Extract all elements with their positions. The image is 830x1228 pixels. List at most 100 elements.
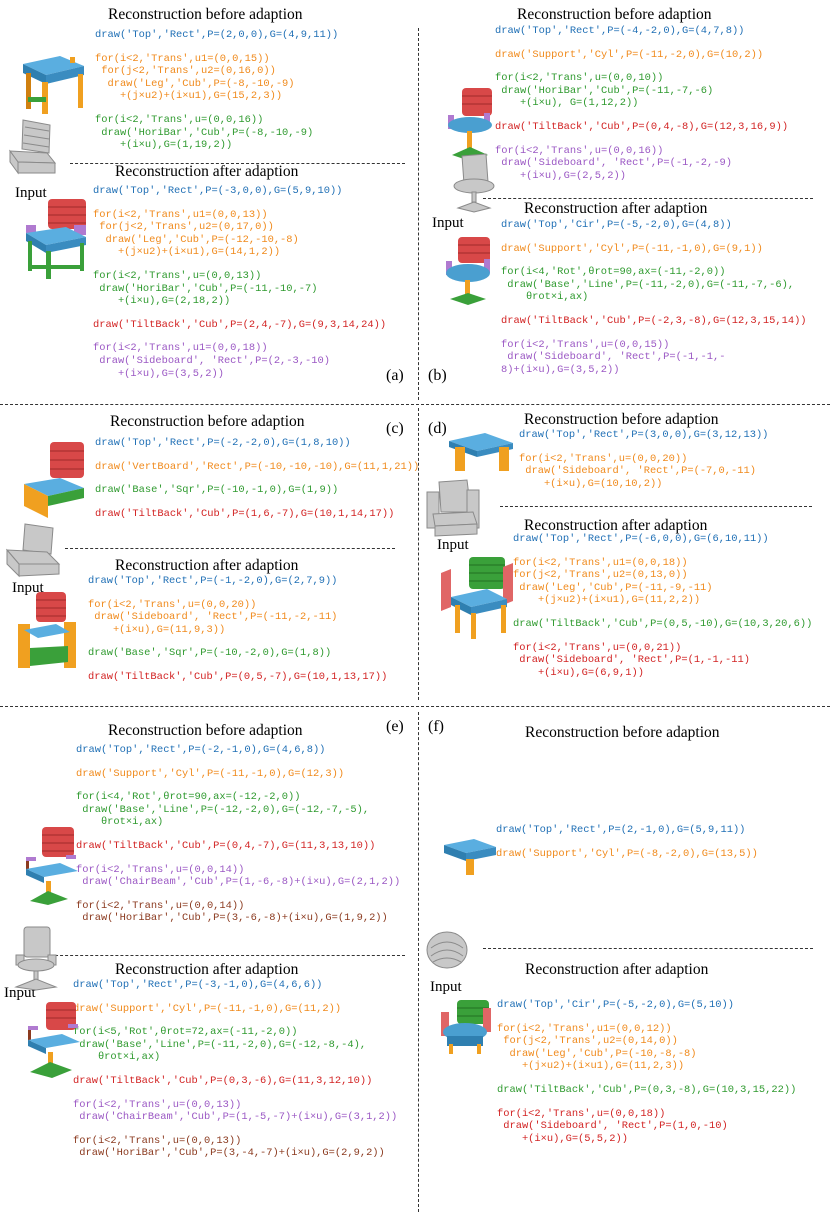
code-snippet: for(i<2,'Trans',u=(0,0,15)) draw('Sidebo… — [501, 338, 726, 376]
panel-e-chair-before-image — [26, 827, 78, 905]
vertical-separator-mid — [418, 408, 419, 700]
panel-f-label: (f) — [428, 718, 444, 735]
panel-e-chair-after-image — [28, 1002, 80, 1078]
panel-b-after-heading: Reconstruction after adaption — [524, 200, 708, 217]
code-snippet: draw('Top','Rect',P=(-3,0,0),G=(5,9,10)) — [93, 185, 343, 197]
panel-f-chair-after-image — [441, 1000, 491, 1054]
code-snippet: for(i<5,'Rot',θrot=72,ax=(-11,-2,0)) dra… — [73, 1026, 367, 1064]
code-snippet: draw('Top','Cir',P=(-5,-2,0),G=(5,10)) — [497, 999, 734, 1011]
horizontal-separator-2 — [0, 706, 830, 707]
panel-c-input-chair-image — [5, 523, 61, 578]
panel-a-after-code: draw('Top','Rect',P=(-3,0,0),G=(5,9,10))… — [93, 185, 386, 391]
code-snippet: draw('Top','Rect',P=(2,0,0),G=(4,9,11)) — [95, 29, 339, 41]
code-snippet: for(i<2,'Trans',u=(0,0,18)) draw('Sidebo… — [497, 1107, 728, 1145]
code-snippet: for(i<2,'Trans',u=(0,0,13)) draw('HoriBa… — [93, 269, 318, 308]
code-snippet: draw('Top','Rect',P=(-1,-2,0),G=(2,7,9)) — [88, 575, 338, 587]
panel-c-label: (c) — [386, 420, 404, 437]
panel-b-chair-after-image — [446, 237, 490, 305]
panel-f-before-heading: Reconstruction before adaption — [525, 724, 720, 741]
code-snippet: for(i<2,'Trans',u1=(0,0,12)) for(j<2,'Tr… — [497, 1022, 697, 1073]
panel-c-input-label: Input — [12, 580, 44, 596]
code-snippet: draw('Support','Cyl',P=(-11,-1,0),G=(11,… — [73, 1002, 342, 1015]
panel-f-table-before-image — [444, 839, 496, 875]
panel-c-after-code: draw('Top','Rect',P=(-1,-2,0),G=(2,7,9))… — [88, 575, 387, 695]
panel-c-before-heading: Reconstruction before adaption — [110, 413, 305, 430]
panel-e-input-chair-image — [14, 926, 58, 991]
code-snippet: draw('TiltBack','Cub',P=(2,4,-7),G=(9,3,… — [93, 318, 387, 331]
panel-d-chair-after-image — [441, 557, 513, 639]
code-snippet: draw('Top','Rect',P=(2,-1,0),G=(5,9,11)) — [496, 824, 746, 836]
panel-c-before-code: draw('Top','Rect',P=(-2,-2,0),G=(1,8,10)… — [95, 437, 419, 531]
code-snippet: draw('Top','Rect',P=(-3,-1,0),G=(4,6,6)) — [73, 979, 323, 991]
panel-e-after-heading: Reconstruction after adaption — [115, 961, 299, 978]
panel-e-after-code: draw('Top','Rect',P=(-3,-1,0),G=(4,6,6))… — [73, 979, 397, 1171]
code-snippet: draw('TiltBack','Cub',P=(0,3,-8),G=(10,3… — [497, 1083, 797, 1096]
panel-c-divider — [65, 548, 395, 549]
panel-d-before-code: draw('Top','Rect',P=(3,0,0),G=(3,12,13))… — [519, 429, 768, 501]
code-snippet: draw('Base','Sqr',P=(-10,-2,0),G=(1,8)) — [88, 647, 332, 660]
code-snippet: draw('TiltBack','Cub',P=(0,3,-6),G=(11,3… — [73, 1074, 373, 1087]
panel-f-after-heading: Reconstruction after adaption — [525, 961, 709, 978]
panel-b-after-code: draw('Top','Cir',P=(-5,-2,0),G=(4,8))dra… — [501, 219, 807, 387]
code-snippet: for(i<2,'Trans',u=(0,0,16)) draw('Sidebo… — [495, 144, 732, 182]
code-snippet: for(i<4,'Rot',θrot=90,ax=(-11,-2,0)) dra… — [501, 266, 795, 304]
panel-b-label: (b) — [428, 367, 447, 384]
code-snippet: for(i<2,'Trans',u=(0,0,16)) draw('HoriBa… — [95, 113, 314, 152]
code-snippet: draw('Base','Sqr',P=(-10,-1,0),G=(1,9)) — [95, 484, 339, 497]
panel-c-chair-after-image — [18, 592, 76, 668]
code-snippet: draw('Support','Cyl',P=(-8,-2,0),G=(13,5… — [496, 847, 758, 860]
panel-e-before-heading: Reconstruction before adaption — [108, 722, 303, 739]
code-snippet: for(i<2,'Trans',u=(0,0,10)) draw('HoriBa… — [495, 72, 714, 110]
panel-a-input-chair-image — [8, 119, 57, 175]
panel-d-after-code: draw('Top','Rect',P=(-6,0,0),G=(6,10,11)… — [513, 533, 812, 690]
panel-a-divider — [70, 163, 405, 164]
panel-a-chair-before-image — [23, 56, 84, 114]
panel-c-after-heading: Reconstruction after adaption — [115, 557, 299, 574]
panel-d-label: (d) — [428, 420, 447, 437]
panel-d-after-heading: Reconstruction after adaption — [524, 517, 708, 534]
code-snippet: draw('Top','Rect',P=(-2,-2,0),G=(1,8,10)… — [95, 437, 351, 449]
code-snippet: for(i<2,'Trans',u=(0,0,13)) draw('ChairB… — [73, 1098, 398, 1124]
code-snippet: draw('TiltBack','Cub',P=(0,4,-8),G=(12,3… — [495, 120, 789, 133]
panel-e-label: (e) — [386, 718, 404, 735]
panel-e-before-code: draw('Top','Rect',P=(-2,-1,0),G=(4,6,8))… — [76, 744, 400, 936]
code-snippet: for(i<4,'Rot',θrot=90,ax=(-12,-2,0)) dra… — [76, 791, 370, 829]
code-snippet: draw('Support','Cyl',P=(-11,-1,0),G=(12,… — [76, 767, 345, 780]
panel-a-chair-after-image — [26, 199, 86, 279]
code-snippet: for(i<2,'Trans',u1=(0,0,15)) for(j<2,'Tr… — [95, 52, 295, 103]
code-snippet: draw('Top','Rect',P=(-2,-1,0),G=(4,6,8)) — [76, 744, 326, 756]
panel-f-before-code: draw('Top','Rect',P=(2,-1,0),G=(5,9,11))… — [496, 824, 758, 871]
panel-b-before-code: draw('Top','Rect',P=(-4,-2,0),G=(4,7,8))… — [495, 25, 788, 193]
horizontal-separator-1 — [0, 404, 830, 405]
code-snippet: draw('TiltBack','Cub',P=(0,4,-7),G=(11,3… — [76, 839, 376, 852]
panel-d-divider — [500, 506, 812, 507]
panel-d-desk-before-image — [449, 433, 513, 471]
panel-f-input-label: Input — [430, 979, 462, 995]
code-snippet: draw('Top','Rect',P=(-6,0,0),G=(6,10,11)… — [513, 533, 769, 545]
code-snippet: draw('Support','Cyl',P=(-11,-1,0),G=(9,1… — [501, 242, 763, 255]
panel-a-input-label: Input — [15, 185, 47, 201]
code-snippet: draw('VertBoard','Rect',P=(-10,-10,-10),… — [95, 460, 420, 473]
panel-a-label: (a) — [386, 367, 404, 384]
code-snippet: draw('TiltBack','Cub',P=(1,6,-7),G=(10,1… — [95, 507, 395, 520]
panel-b-input-label: Input — [432, 215, 464, 231]
vertical-separator-top — [418, 28, 419, 400]
code-snippet: for(i<2,'Trans',u1=(0,0,18)) draw('Sideb… — [93, 342, 330, 380]
panel-f-input-chair-image — [426, 931, 468, 969]
code-snippet: draw('Top','Rect',P=(3,0,0),G=(3,12,13)) — [519, 429, 769, 441]
code-snippet: draw('Top','Rect',P=(-4,-2,0),G=(4,7,8)) — [495, 25, 745, 37]
panel-b-chair-before-image — [448, 88, 492, 161]
panel-a-before-heading: Reconstruction before adaption — [108, 6, 303, 23]
vertical-separator-bottom — [418, 712, 419, 1212]
panel-b-input-chair-image — [453, 153, 495, 213]
code-snippet: draw('TiltBack','Cub',P=(0,5,-10),G=(10,… — [513, 617, 813, 630]
panel-b-before-heading: Reconstruction before adaption — [517, 6, 712, 23]
panel-c-chair-before-image — [24, 442, 84, 518]
code-snippet: for(i<2,'Trans',u=(0,0,20)) draw('Sidebo… — [519, 452, 756, 490]
code-snippet: draw('Support','Cyl',P=(-11,-2,0),G=(10,… — [495, 48, 764, 61]
code-snippet: for(i<2,'Trans',u=(0,0,13)) draw('HoriBa… — [73, 1134, 385, 1160]
panel-f-divider — [483, 948, 813, 949]
code-snippet: for(i<2,'Trans',u=(0,0,20)) draw('Sidebo… — [88, 598, 338, 636]
code-snippet: for(i<2,'Trans',u=(0,0,21)) draw('Sidebo… — [513, 641, 750, 679]
code-snippet: for(i<2,'Trans',u1=(0,0,18)) for(j<2,'Tr… — [513, 556, 713, 607]
